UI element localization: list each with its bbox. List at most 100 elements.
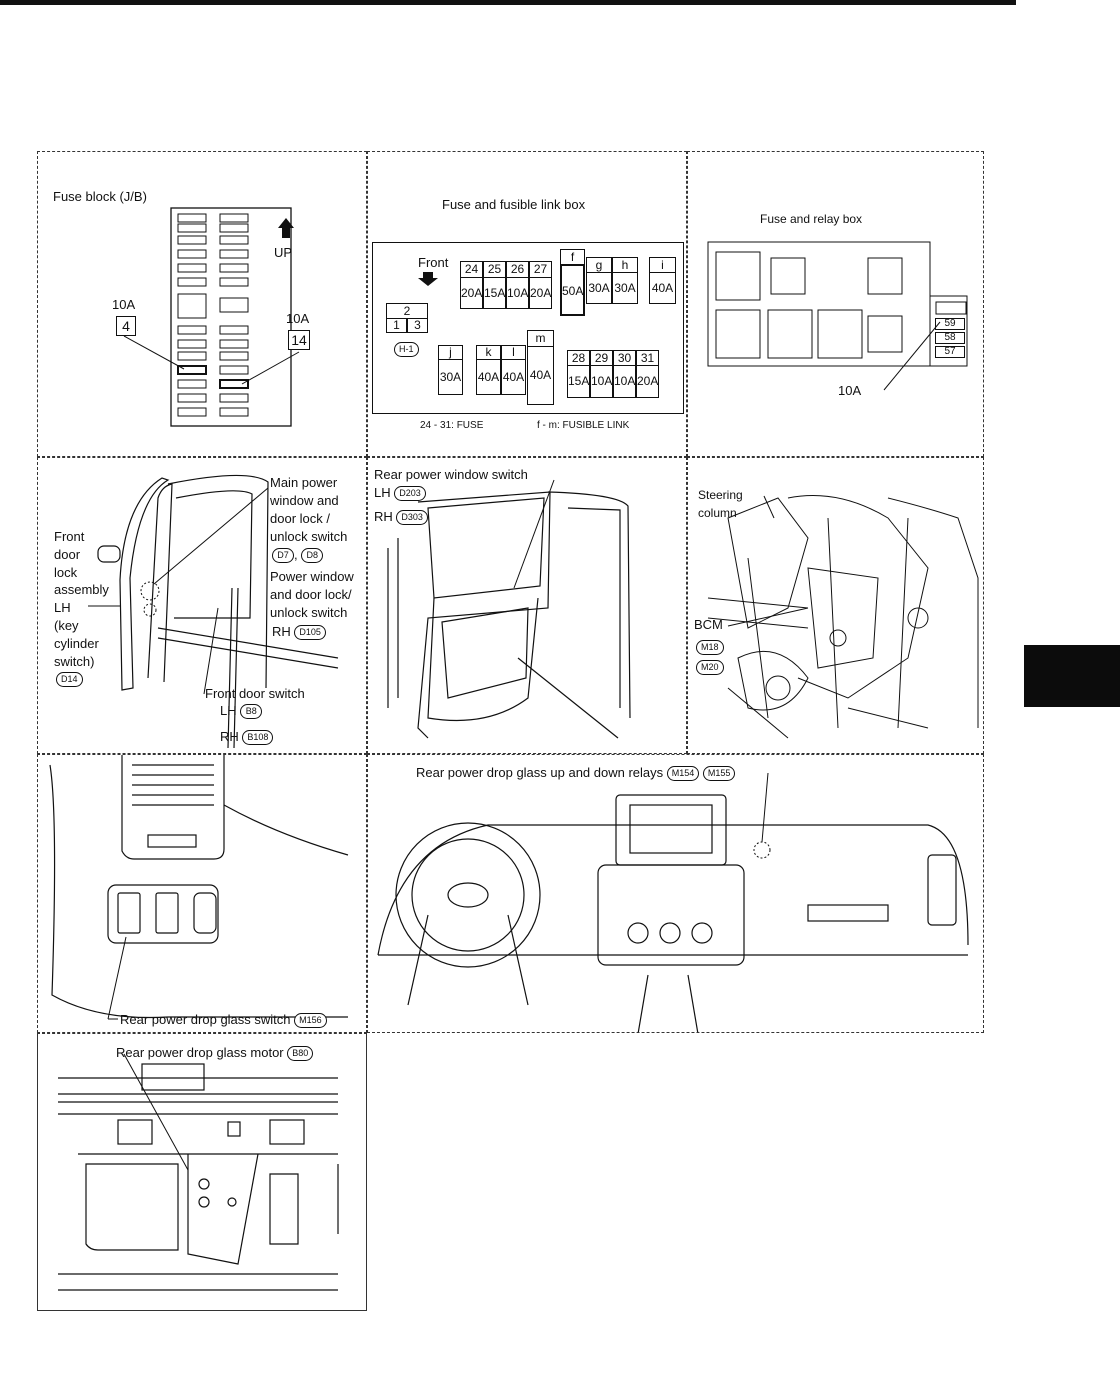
link-amp: 30A <box>586 272 612 304</box>
legend-fuse: 24 - 31: FUSE <box>420 420 484 431</box>
connector-m18: M18 <box>696 640 724 655</box>
connector-b80: B80 <box>287 1046 314 1062</box>
small-relay-bottom: 1 3 <box>386 318 428 333</box>
front-door-switch-lh: LH B8 <box>220 702 263 720</box>
connector-d7: D7 <box>272 548 294 564</box>
bcm-panel: Steering column BCM M18 M20 <box>687 457 984 754</box>
legend-fusible-link: f - m: FUSIBLE LINK <box>537 420 630 431</box>
dashboard-drawing <box>377 772 969 1032</box>
connector-m20: M20 <box>696 660 724 675</box>
relay-slot: 59 <box>935 318 965 330</box>
rear-window-lh: LH D203 <box>374 484 426 502</box>
fuse-row-bottom: 28 29 30 31 <box>567 350 659 366</box>
front-arrow-icon <box>418 272 438 286</box>
small-relay-pin: 3 <box>407 318 428 333</box>
link-label: g <box>586 257 612 273</box>
link-kl-amps: 40A 40A <box>476 359 526 395</box>
motor-panel: Rear power drop glass motor B80 <box>37 1033 367 1311</box>
fuse-amp: 15A <box>483 277 506 309</box>
relays-label: Rear power drop glass up and down relays… <box>416 764 736 782</box>
link-label: h <box>612 257 638 273</box>
link-gh-labels: g h <box>586 257 638 273</box>
fuse-amp-row-bottom: 15A 10A 10A 20A <box>567 365 659 398</box>
front-door-panel: Main power window and door lock / unlock… <box>37 457 367 754</box>
front-door-lock-label: Front door lock assembly LH (key cylinde… <box>54 529 109 669</box>
front-door-switch-rh: RH B108 <box>220 728 274 746</box>
fuse-num: 29 <box>590 350 613 366</box>
fuse-amp: 15A <box>567 365 590 398</box>
link-f-amp: 50A <box>560 264 585 316</box>
fuse-num: 30 <box>613 350 636 366</box>
link-kl-labels: k l <box>476 345 526 360</box>
fuse-amp: 20A <box>636 365 659 398</box>
fuse-block-drawing <box>123 207 300 427</box>
section-tab-marker <box>1024 645 1120 707</box>
relay-box-panel: Fuse and relay box 59 58 57 10A <box>687 151 984 457</box>
relay-slot: 58 <box>935 332 965 344</box>
fuse-num: 26 <box>506 261 529 278</box>
fuse-num: 28 <box>567 350 590 366</box>
small-relay-top: 2 <box>386 303 428 319</box>
fuse-block-panel: Fuse block (J/B) UP 10A 4 10A 14 <box>37 151 367 457</box>
right-fuse-number: 14 <box>288 330 310 350</box>
link-m-amp: 40A <box>527 346 554 405</box>
connector-d303: D303 <box>396 510 428 526</box>
fuse-amp: 10A <box>506 277 529 309</box>
link-amp: 30A <box>612 272 638 304</box>
left-fuse-number: 4 <box>116 316 136 336</box>
right-fuse-amp: 10A <box>286 311 310 326</box>
drop-glass-switch-drawing <box>49 755 349 1020</box>
link-m-label: m <box>527 330 554 347</box>
up-label: UP <box>274 245 293 260</box>
relay-box-drawing <box>707 241 968 391</box>
page-top-rule <box>0 0 1016 5</box>
link-gh-amps: 30A 30A <box>586 272 638 304</box>
link-i-amp: 40A <box>649 272 676 304</box>
link-j-amp: 30A <box>438 359 463 395</box>
fusible-link-title: Fuse and fusible link box <box>442 197 586 212</box>
connector-h1: H-1 <box>394 342 419 357</box>
rear-window-rh: RH D303 <box>374 508 428 526</box>
small-relay-pin: 1 <box>386 318 407 333</box>
front-door-drawing <box>88 474 339 749</box>
power-window-rh-label: Power window and door lock/ unlock switc… <box>270 569 354 620</box>
connector-m156: M156 <box>294 1013 327 1029</box>
motor-drawing <box>58 1053 339 1291</box>
fuse-amp: 20A <box>460 277 483 309</box>
rear-window-panel: Rear power window switch LH D203 RH D303 <box>367 457 687 754</box>
front-door-switch-label: Front door switch <box>205 686 305 701</box>
motor-label: Rear power drop glass motor B80 <box>116 1044 314 1062</box>
main-power-switch-label: Main power window and door lock / unlock… <box>270 475 348 544</box>
fuse-num: 27 <box>529 261 552 278</box>
fuse-num: 31 <box>636 350 659 366</box>
relays-panel: Rear power drop glass up and down relays… <box>367 754 984 1033</box>
connector-d105: D105 <box>294 625 326 641</box>
link-i-label: i <box>649 257 676 273</box>
fuse-num: 25 <box>483 261 506 278</box>
fuse-amp: 10A <box>613 365 636 398</box>
main-power-connectors: D7, D8 <box>272 546 324 564</box>
link-amp: 40A <box>501 359 526 395</box>
relay-slot: 57 <box>935 346 965 358</box>
connector-d203: D203 <box>394 486 426 502</box>
link-label: k <box>476 345 501 360</box>
relay-fuse-amp: 10A <box>838 383 862 398</box>
drop-glass-switch-label: Rear power drop glass switch M156 <box>120 1011 327 1029</box>
bcm-label: BCM <box>694 617 723 632</box>
fusible-link-panel: Fuse and fusible link box Front 24 25 26… <box>367 151 687 457</box>
connector-d8: D8 <box>301 548 324 564</box>
rear-window-switch-label: Rear power window switch <box>374 467 528 482</box>
rear-door-drawing <box>387 479 631 739</box>
relay-box-title: Fuse and relay box <box>760 212 863 226</box>
fuse-block-title: Fuse block (J/B) <box>53 189 147 204</box>
power-window-rh-row: RH D105 <box>272 623 326 641</box>
fuse-amp: 10A <box>590 365 613 398</box>
fuse-row-top: 24 25 26 27 <box>460 261 552 278</box>
link-label: l <box>501 345 526 360</box>
link-amp: 40A <box>476 359 501 395</box>
bcm-drawing <box>707 495 979 739</box>
front-label: Front <box>418 255 449 270</box>
steering-column-label: Steering column <box>698 488 743 520</box>
fuse-amp: 20A <box>529 277 552 309</box>
link-j-label: j <box>438 345 463 360</box>
